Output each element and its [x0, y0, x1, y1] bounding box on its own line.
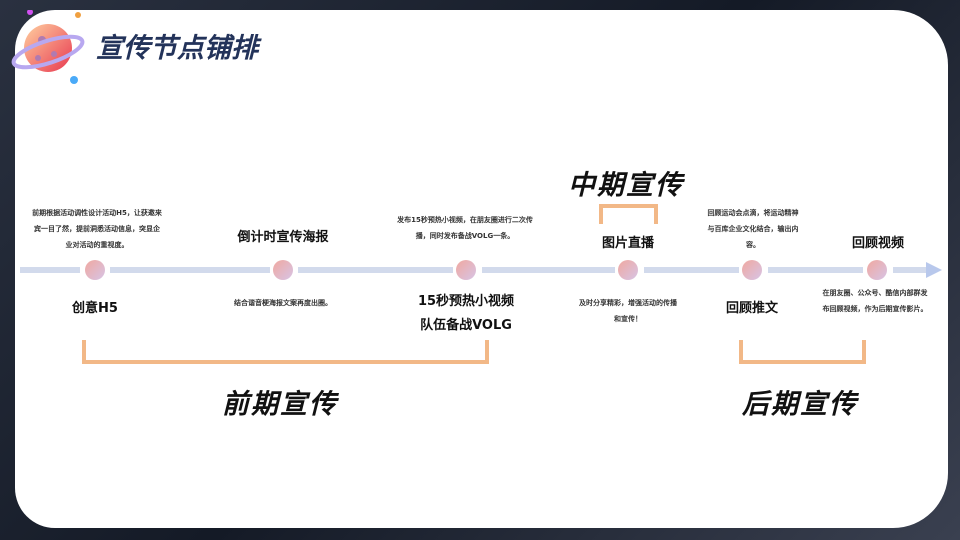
timeline-node [273, 260, 293, 280]
phase-label-mid: 中期宣传 [568, 170, 684, 201]
node-description: 结合谐音梗海报文案再度出圈。 [234, 299, 332, 307]
page-title: 宣传节点铺排 [96, 33, 258, 64]
mid-phase-bracket [599, 204, 658, 224]
node-description: 前期根据活动调性设计活动H5，让获邀来宾一目了然，提前洞悉活动信息，突显企业对活… [32, 209, 162, 249]
node-description: 在朋友圈、公众号、酷信内部群发布回顾视频，作为后期宣传影片。 [822, 289, 928, 313]
node-title: 图片直播 [601, 236, 654, 251]
phase-label-late: 后期宣传 [742, 389, 858, 420]
timeline-segment [893, 267, 928, 273]
phase-label-early: 前期宣传 [222, 389, 338, 420]
node-description: 发布15秒预热小视频，在朋友圈进行二次传播，同时发布备战VOLG一条。 [397, 216, 533, 240]
node-title: 回顾视频 [851, 236, 904, 251]
timeline-segment [20, 267, 80, 273]
early-phase-bracket [82, 340, 489, 364]
node-description: 及时分享精彩，增强活动的传播和宣传！ [579, 299, 677, 323]
timeline-segment [482, 267, 615, 273]
node-title: 倒计时宣传海报 [237, 230, 329, 245]
timeline-node [618, 260, 638, 280]
timeline-node [867, 260, 887, 280]
node-description: 回顾运动会点滴，将运动精神与百库企业文化结合，输出内容。 [707, 209, 799, 249]
arrow-right-icon [926, 262, 942, 278]
late-phase-bracket [739, 340, 866, 364]
timeline-node [456, 260, 476, 280]
timeline-node [742, 260, 762, 280]
timeline-segment [298, 267, 453, 273]
timeline-node [85, 260, 105, 280]
node-title-line2: 队伍备战VOLG [420, 318, 512, 333]
timeline-segment [644, 267, 739, 273]
timeline-segment [110, 267, 270, 273]
node-title: 15秒预热小视频 [417, 294, 515, 309]
planet-icon [11, 10, 85, 84]
node-title: 创意H5 [72, 301, 118, 316]
node-title: 回顾推文 [725, 301, 778, 316]
timeline-segment [768, 267, 863, 273]
